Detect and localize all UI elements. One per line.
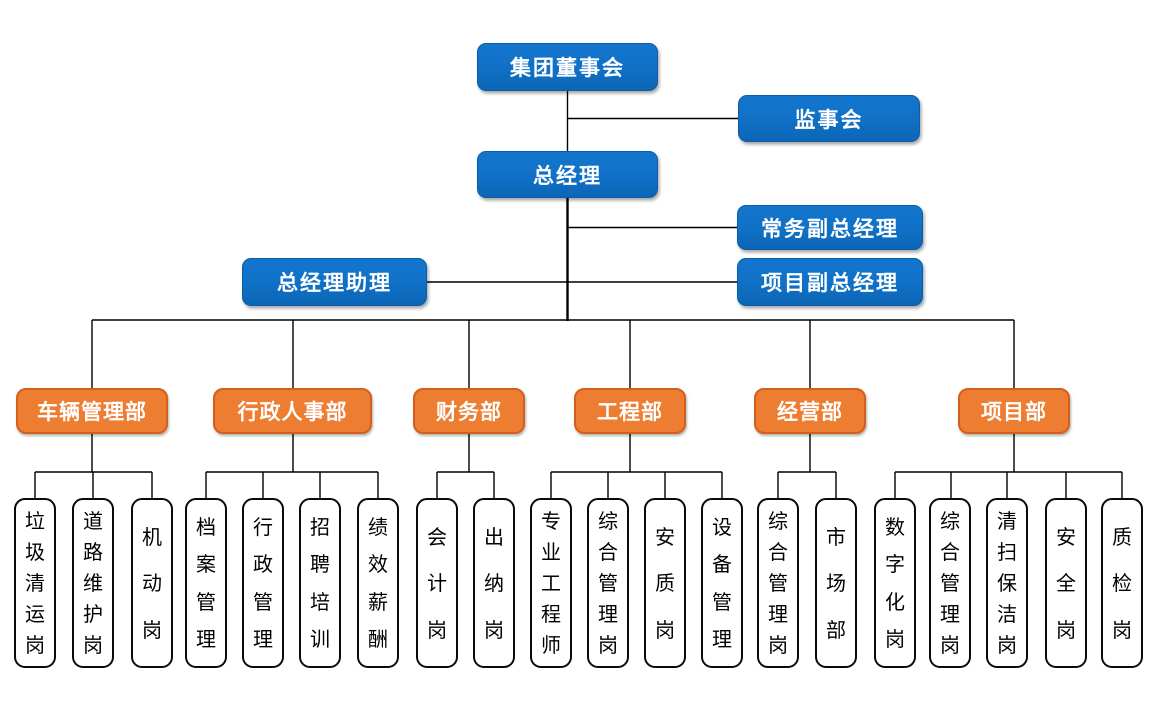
node-dept-vehicle-management: 车辆管理部 [16,388,168,434]
node-group-board: 集团董事会 [477,43,658,91]
node-pos-accounting: 会计岗 [416,498,458,668]
node-dept-project: 项目部 [958,388,1070,434]
node-executive-deputy-gm: 常务副总经理 [737,205,923,250]
node-pos-archives-management: 档案管理 [185,498,227,668]
node-supervisory-board: 监事会 [738,95,920,142]
node-pos-safety: 安全岗 [1045,498,1087,668]
node-pos-sweeping-cleaning: 清扫保洁岗 [986,498,1028,668]
node-pos-general-management-eng: 综合管理岗 [587,498,629,668]
position-connectors [34,434,1123,498]
node-pos-admin-management: 行政管理 [242,498,284,668]
node-pos-professional-engineer: 专业工程师 [530,498,572,668]
node-pos-garbage-removal: 垃圾清运岗 [14,498,56,668]
node-pos-equipment-management: 设备管理 [701,498,743,668]
node-pos-digitalization: 数字化岗 [874,498,916,668]
node-pos-cashier: 出纳岗 [473,498,515,668]
node-pos-quality-inspection: 质检岗 [1101,498,1143,668]
node-pos-performance-compensation: 绩效薪酬 [357,498,399,668]
node-pos-safety-quality: 安质岗 [644,498,686,668]
node-gm-assistant: 总经理助理 [242,258,427,306]
node-pos-general-management-ops: 综合管理岗 [757,498,799,668]
node-dept-operations: 经营部 [754,388,866,434]
department-bus-connectors [91,319,1015,388]
node-project-deputy-gm: 项目副总经理 [737,258,923,306]
node-dept-admin-hr: 行政人事部 [213,388,372,434]
node-pos-road-maintenance: 道路维护岗 [72,498,114,668]
node-pos-recruiting-training: 招聘培训 [299,498,341,668]
node-pos-general-management-proj: 综合管理岗 [929,498,971,668]
node-pos-mobile: 机动岗 [131,498,173,668]
node-dept-engineering: 工程部 [574,388,686,434]
node-pos-market: 市场部 [815,498,857,668]
node-dept-finance: 财务部 [413,388,525,434]
node-general-manager: 总经理 [477,151,658,198]
trunk-connectors [427,91,738,321]
